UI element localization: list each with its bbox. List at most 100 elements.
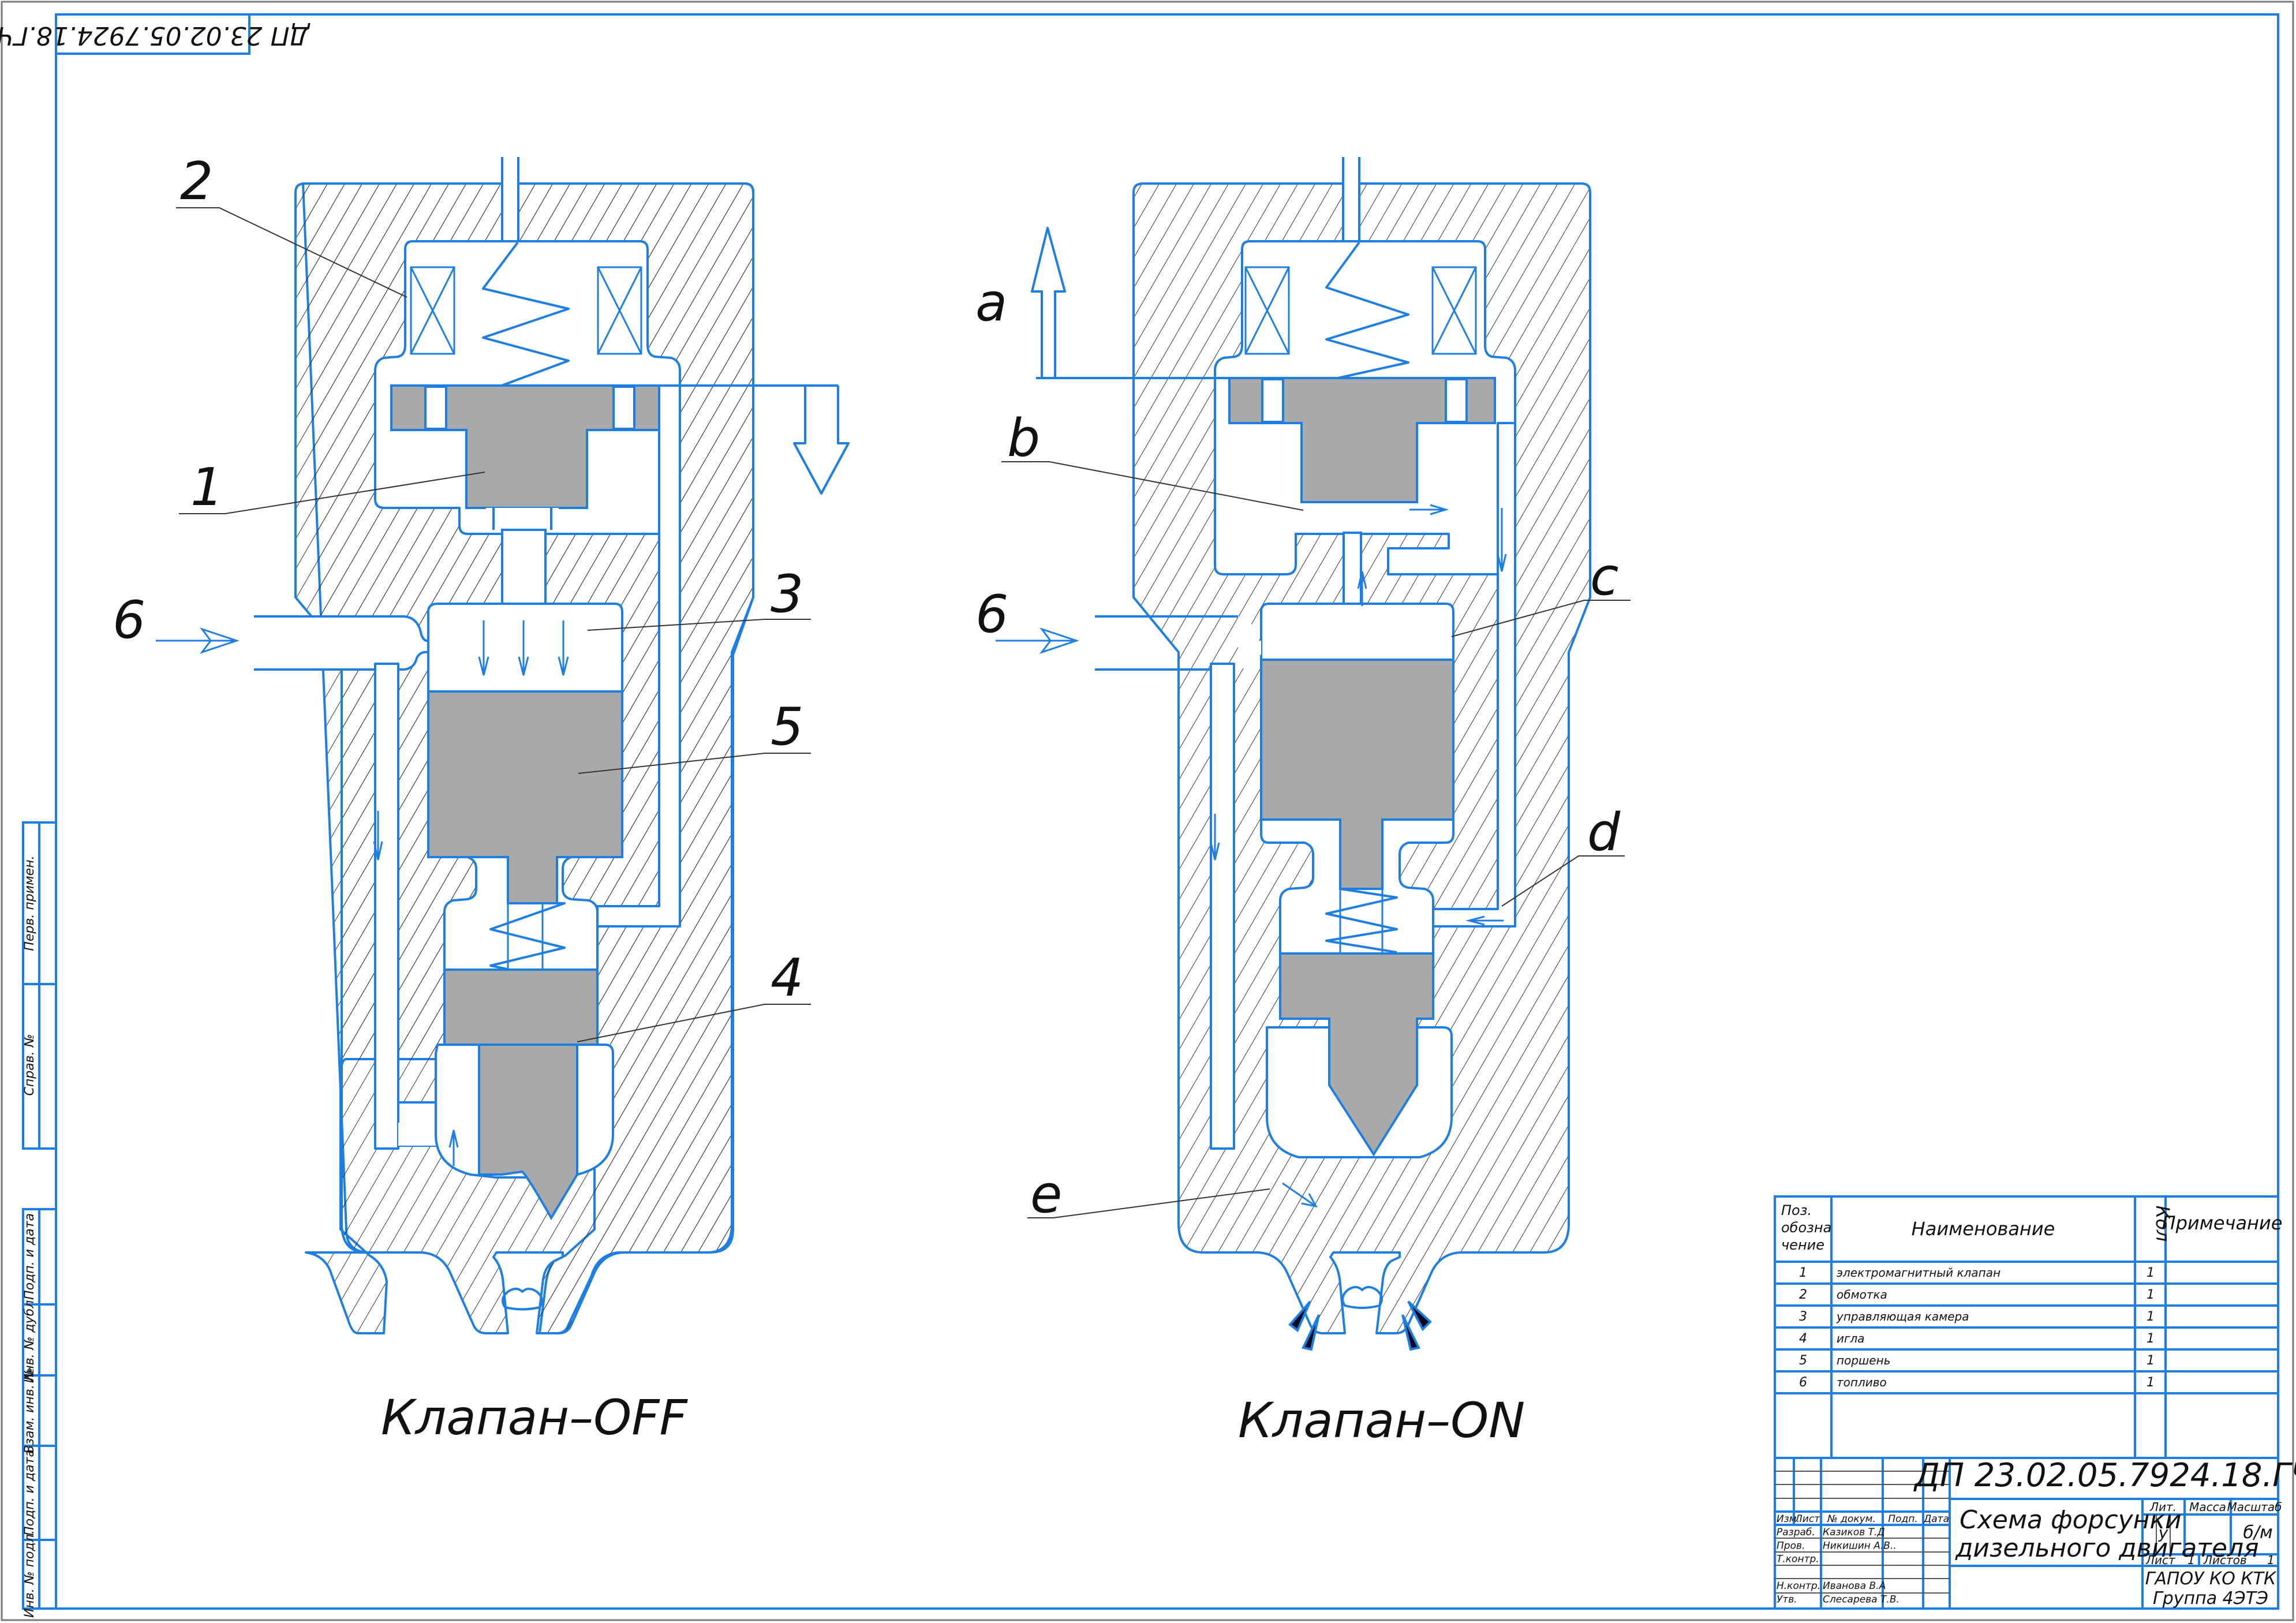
row-quantity: 1 [2147, 1266, 2155, 1280]
role-label: Утв. [1777, 1594, 1797, 1606]
spray-jet-icon [1407, 1300, 1432, 1332]
group: Группа 4ЭТЭ [2153, 1588, 2268, 1609]
header-name: Наименование [1912, 1218, 2055, 1240]
row-quantity: 1 [2147, 1310, 2155, 1324]
callout-2: 2 [180, 151, 213, 212]
return-passage [596, 384, 681, 928]
signature-row: Утв. Слесарева Т.В. [1777, 1594, 1899, 1606]
strip-label: Перв. примен. [23, 855, 37, 951]
header-pos: обозна [1781, 1220, 1831, 1236]
person-name: Никишин А.В.. [1823, 1540, 1897, 1551]
callout-6: 6 [113, 590, 145, 650]
coil-winding-icon [1244, 266, 1290, 355]
strip-label: Подп. и дата [23, 1213, 37, 1300]
callout-1: 1 [190, 457, 223, 518]
spray-jet-icon [1401, 1314, 1420, 1351]
person-name: Иванова В.А [1823, 1580, 1886, 1592]
scale-value: б/м [2243, 1523, 2272, 1543]
header-pos: чение [1781, 1237, 1824, 1253]
coil-winding-icon [410, 266, 455, 355]
title-block: Изм. Лист № докум. Подп. Дата Разраб.Каз… [1774, 1457, 2296, 1610]
document-code: ДП 23.02.05.7924.18.ГЧ [1913, 1457, 2296, 1494]
row-quantity: 1 [2147, 1353, 2155, 1368]
row-position: 6 [1799, 1375, 1807, 1390]
specification-table: Поз. обозна чение Наименование Кол Приме… [1774, 1195, 2283, 1459]
table-row: 6 топливо 1 [1799, 1375, 2155, 1390]
rotated-code-stamp: ДП 23.02.05.7924.18.ГЧ [0, 13, 311, 55]
table-row: 3 управляющая камера 1 [1799, 1310, 2155, 1324]
drawing-title-line1: Схема форсунки [1960, 1505, 2182, 1535]
role-label: Разраб. [1777, 1527, 1815, 1538]
person-name: Слесарева Т.В. [1823, 1594, 1899, 1606]
view-caption-off: Клапан–OFF [381, 1389, 689, 1446]
sheets-value: 1 [2267, 1553, 2275, 1567]
injector-valve-on: a b c d e 6 Клапан–ON [975, 156, 1631, 1449]
callout-e: e [1030, 1164, 1062, 1225]
organization: ГАПОУ КО КТК [2145, 1569, 2277, 1589]
role-label: Пров. [1777, 1540, 1805, 1551]
col-sign: Подп. [1888, 1513, 1917, 1525]
strip-label: Взам. инв. № [23, 1367, 37, 1453]
signature-row: Н.контр.Иванова В.А [1777, 1580, 1886, 1592]
needle [1279, 952, 1434, 1157]
row-name: управляющая камера [1836, 1310, 1969, 1323]
flow-arrow-icon [996, 504, 1507, 1208]
row-quantity: 1 [2147, 1375, 2155, 1390]
needle-spring [1325, 888, 1398, 953]
callout-a: a [975, 272, 1007, 333]
callout-6: 6 [975, 584, 1008, 645]
strip-label: Инв. № подл. [23, 1530, 37, 1618]
signature-row: Т.контр. [1777, 1554, 1819, 1565]
row-position: 1 [1799, 1266, 1807, 1280]
signature-row: Разраб. Казиков Т.Д [1777, 1527, 1885, 1538]
table-row: 1 электромагнитный клапан 1 [1799, 1266, 2155, 1280]
callout-3: 3 [771, 564, 803, 624]
signature-row: Пров. Никишин А.В.. [1777, 1540, 1897, 1551]
callout-d: d [1587, 802, 1621, 863]
drawing-frame [55, 13, 2279, 1610]
return-passage [1432, 422, 1516, 928]
drain-arrow-icon [793, 386, 850, 495]
mass-label: Масса [2189, 1500, 2226, 1514]
fuel-drop-icon [502, 1288, 543, 1311]
header-qty: Кол [2152, 1206, 2174, 1242]
person-name: Казиков Т.Д [1823, 1527, 1885, 1538]
strip-label: Инв. № дубл. [23, 1296, 37, 1383]
row-name: электромагнитный клапан [1837, 1266, 2000, 1280]
coil-winding-icon [597, 266, 642, 355]
coil-winding-icon [1431, 266, 1477, 355]
role-label: Н.контр. [1777, 1580, 1820, 1592]
scale-label: Масштаб [2227, 1500, 2282, 1514]
callout-b: b [1007, 408, 1040, 469]
row-position: 2 [1799, 1288, 1807, 1302]
row-name: игла [1837, 1332, 1865, 1345]
view-caption-on: Клапан–ON [1238, 1392, 1525, 1449]
row-position: 3 [1799, 1310, 1807, 1324]
return-arrow-icon [1031, 227, 1066, 378]
row-quantity: 1 [2147, 1332, 2155, 1346]
drawing-title-line2: дизельного двигателя [1955, 1534, 2259, 1563]
sheet-value: 1 [2187, 1553, 2195, 1567]
row-quantity: 1 [2147, 1288, 2155, 1302]
lit-value: у [2158, 1523, 2168, 1542]
row-position: 4 [1799, 1332, 1807, 1346]
valve-spring [1325, 241, 1409, 379]
callout-c: c [1590, 547, 1618, 607]
row-name: поршень [1837, 1353, 1890, 1367]
spray-jet-icon [1302, 1314, 1320, 1351]
col-izm: Изм. [1777, 1513, 1800, 1525]
row-name: топливо [1837, 1375, 1887, 1389]
callout-5: 5 [771, 697, 803, 757]
side-strip: Перв. примен. Справ. № Подп. и дата Инв.… [22, 821, 57, 1618]
row-position: 5 [1799, 1353, 1807, 1368]
col-doc-no: № докум. [1827, 1513, 1876, 1525]
col-list: Лист [1794, 1513, 1820, 1525]
header-note: Примечание [2162, 1212, 2283, 1234]
injector-valve-off: 2 1 3 5 4 6 Клапан–OFF [113, 151, 850, 1446]
solenoid-armature [1228, 377, 1496, 503]
role-label: Т.контр. [1777, 1554, 1819, 1565]
header-pos: Поз. [1781, 1202, 1812, 1218]
strip-label: Подп. и дата [23, 1449, 37, 1536]
